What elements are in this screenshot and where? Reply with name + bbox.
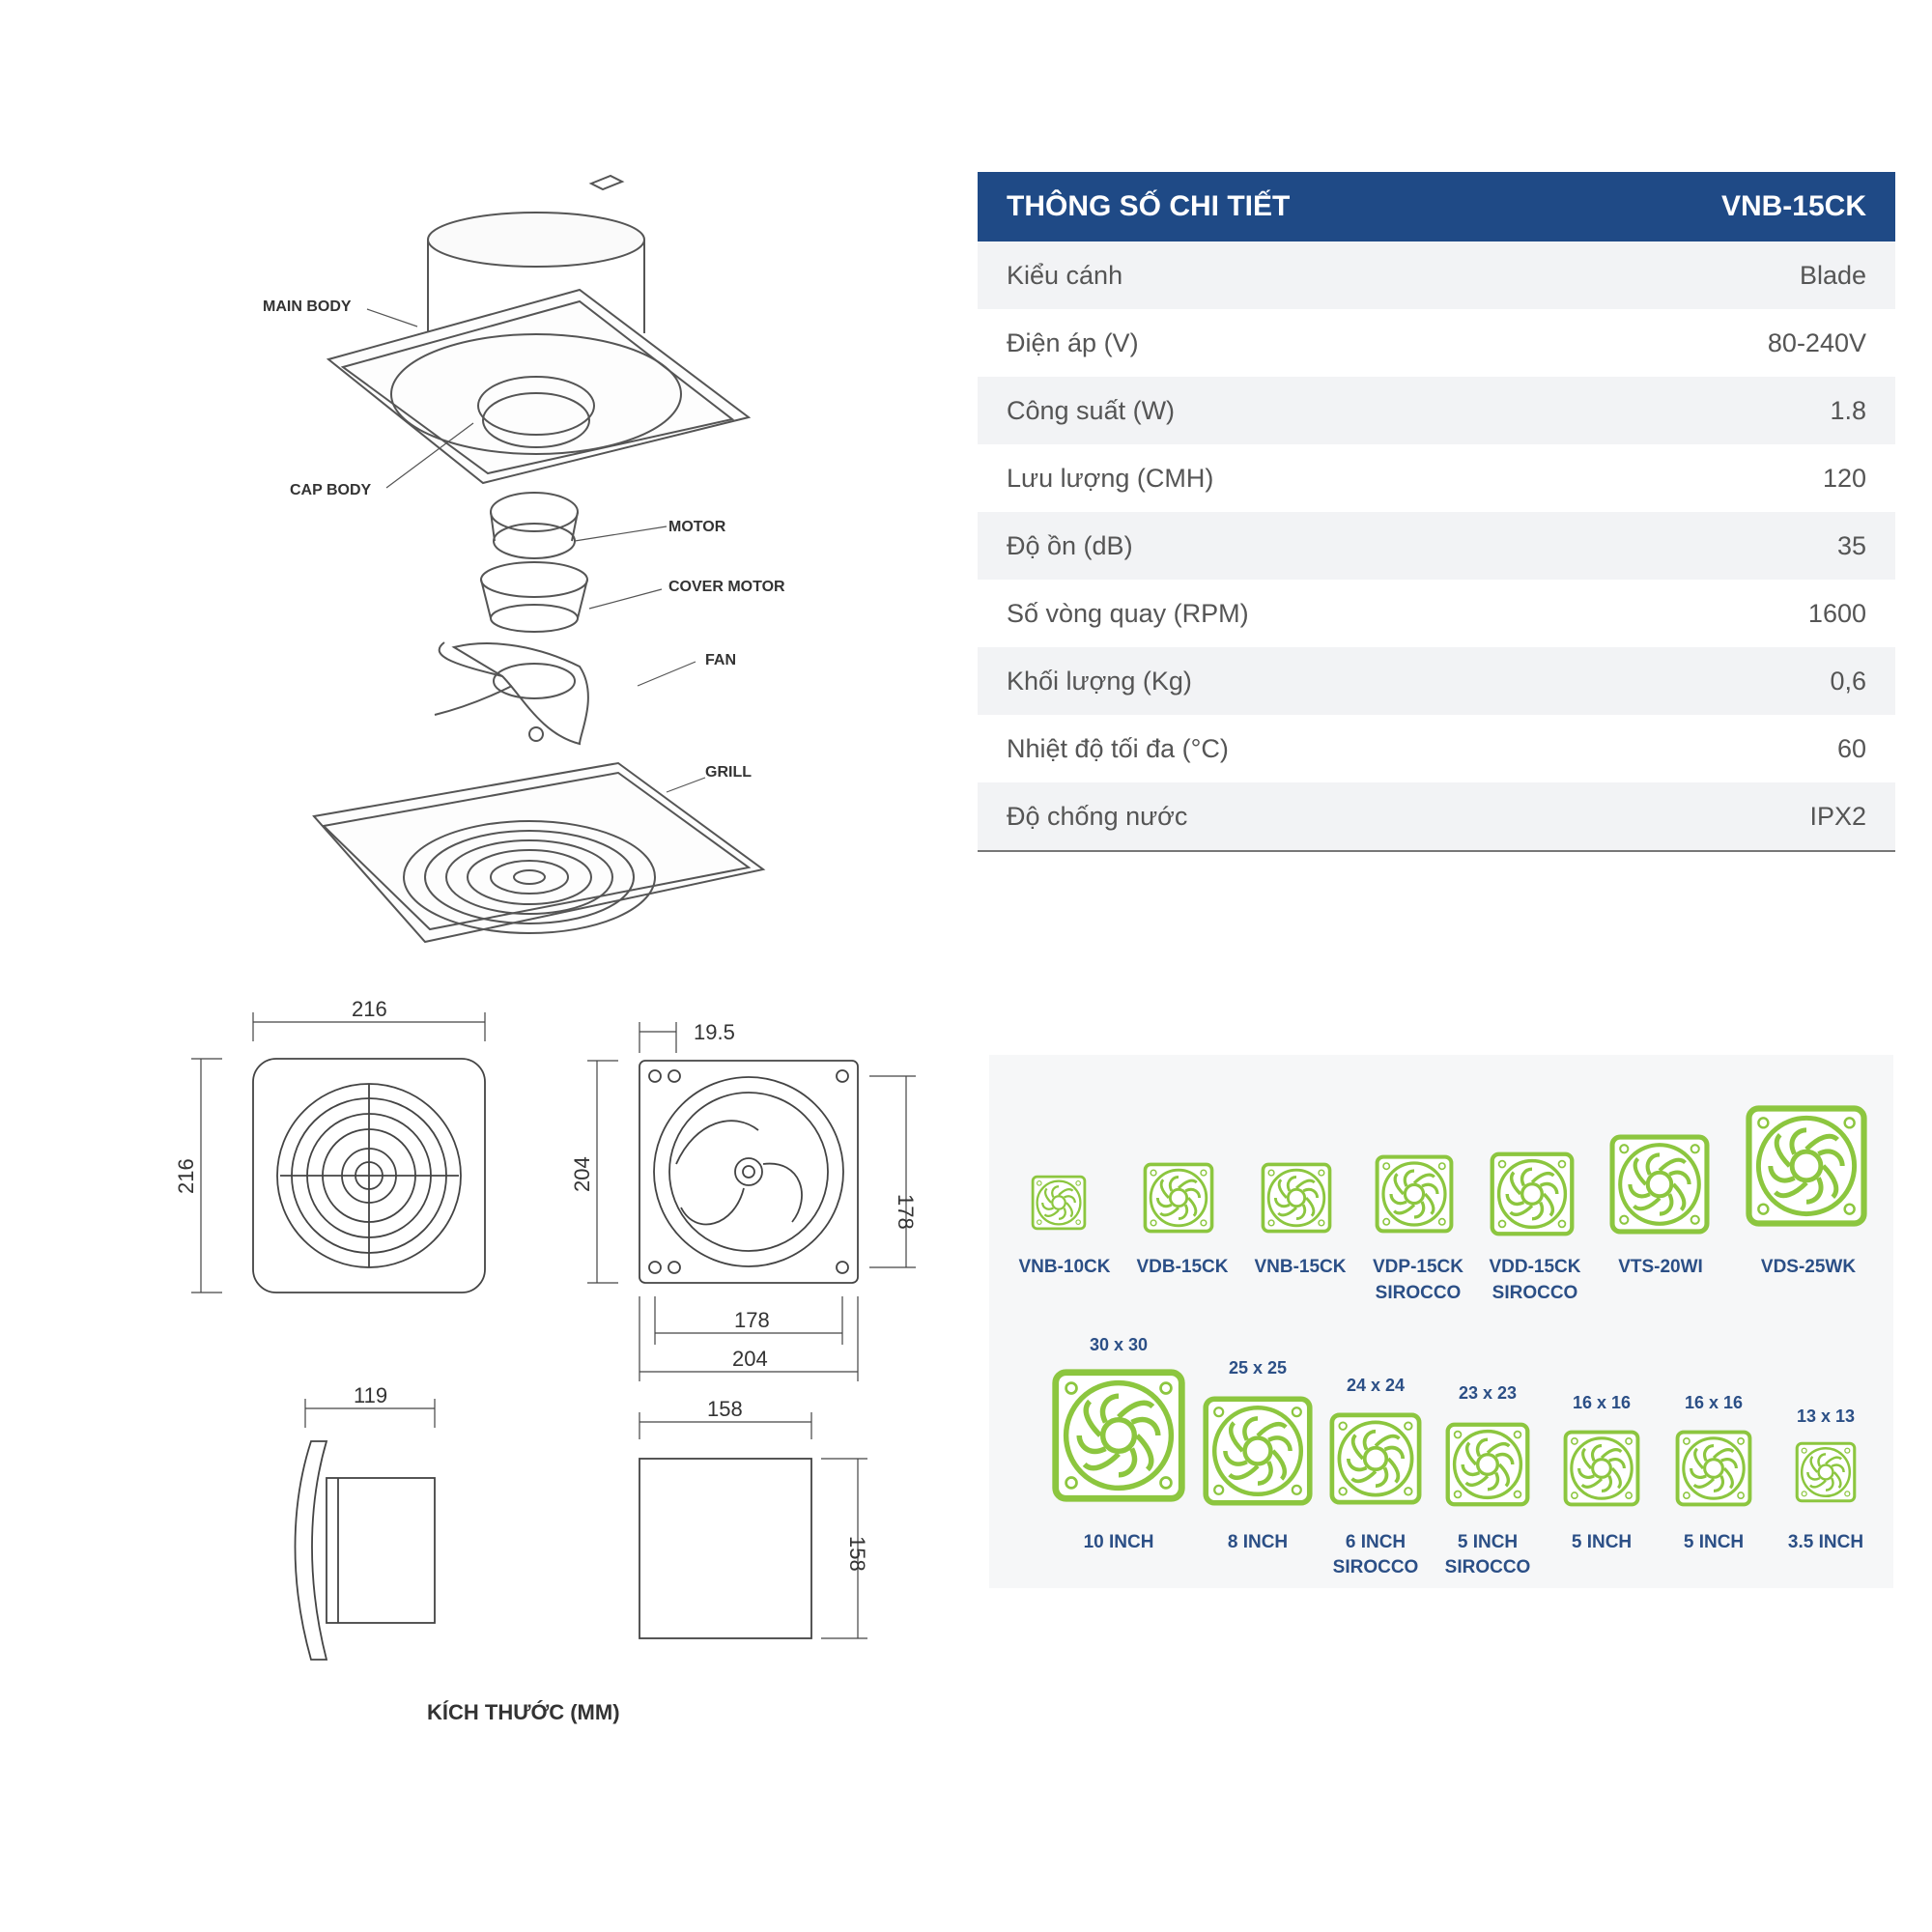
model-name: VDP-15CK [1373,1257,1463,1277]
spec-label: Công suất (W) [1007,395,1176,425]
part-label: CAP BODY [290,482,371,498]
spec-value: 35 [1836,530,1866,560]
spec-model: VNB-15CK [1720,190,1866,222]
size-label: 30 x 30 [1090,1335,1148,1354]
fan-icon [1612,1137,1707,1232]
spec-row: Công suất (W) 1.8 [978,377,1895,444]
fan-icon [1261,1162,1332,1234]
spec-row: Điện áp (V) 80-240V [978,309,1895,377]
part-label: GRILL [705,764,752,781]
spec-label: Kiểu cánh [1007,260,1123,290]
size-label: 16 x 16 [1685,1393,1743,1412]
spec-value: 0,6 [1830,666,1866,696]
model-sub: SIROCCO [1492,1283,1578,1303]
model-name: VTS-20WI [1618,1257,1703,1277]
size-comparison-panel: VNB-10CK VDB-15CK VNB-15CK VDP-15CK SIRO… [989,1055,1893,1588]
fan-icon [1206,1399,1310,1503]
dim-duct-height: 158 [845,1536,869,1572]
spec-value: 80-240V [1767,327,1866,357]
fan-icon [1492,1154,1573,1235]
part-label: COVER MOTOR [668,579,785,595]
spec-value: 60 [1836,733,1866,763]
spec-label: Số vòng quay (RPM) [1007,598,1249,628]
fan-icon [1448,1425,1528,1505]
inch-label: 8 INCH [1228,1532,1288,1552]
fan-icon [1332,1415,1419,1502]
fan-icon [1563,1430,1640,1507]
size-label: 16 x 16 [1573,1393,1631,1412]
spec-title: THÔNG SỐ CHI TIẾT [1007,190,1291,222]
size-label: 24 x 24 [1347,1376,1405,1395]
dim-front-width: 216 [352,997,387,1021]
fan-icon [1378,1157,1452,1232]
dim-back-inner-height: 178 [894,1194,918,1230]
spec-row: Độ ồn (dB) 35 [978,512,1895,580]
model-name: VDS-25WK [1761,1257,1856,1277]
spec-value: 1600 [1807,598,1866,628]
model-name: VNB-15CK [1254,1257,1346,1277]
dim-side-depth: 119 [354,1383,387,1407]
spec-label: Nhiệt độ tối đa (°C) [1007,733,1229,763]
fan-icon [1795,1441,1857,1503]
size-comparison-graphic: VNB-10CK VDB-15CK VNB-15CK VDP-15CK SIRO… [1018,1055,1893,1577]
fan-icon [1031,1175,1087,1231]
fan-icon [1056,1373,1182,1499]
fan-icon [1675,1430,1752,1507]
spec-row: Nhiệt độ tối đa (°C) 60 [978,715,1895,782]
spec-value: IPX2 [1809,801,1866,831]
spec-label: Độ chống nước [1007,801,1188,831]
dimensions-caption: KÍCH THƯỚC (MM) [427,1700,620,1724]
spec-label: Độ ồn (dB) [1007,530,1133,560]
spec-label: Điện áp (V) [1007,327,1139,357]
inch-label: 5 INCH [1684,1532,1744,1552]
part-label: MOTOR [668,519,726,535]
size-label: 23 x 23 [1459,1383,1517,1403]
dim-back-inner-width: 178 [734,1308,770,1332]
dim-front-height: 216 [174,1158,198,1194]
dim-duct-width: 158 [707,1397,743,1421]
spec-value: Blade [1799,260,1866,290]
exploded-diagram: MAIN BODY CAP BODY MOTOR COVER MOTOR FAN… [263,174,785,944]
spec-value: 120 [1822,463,1866,493]
spec-row: Khối lượng (Kg) 0,6 [978,647,1895,715]
fan-icon [1143,1162,1214,1234]
size-label: 25 x 25 [1229,1358,1287,1378]
spec-row: Số vòng quay (RPM) 1600 [978,580,1895,647]
model-name: VNB-10CK [1018,1257,1110,1277]
inch-label: 5 INCH [1458,1532,1518,1552]
inch-label: 3.5 INCH [1788,1532,1863,1552]
dim-back-height: 204 [570,1156,594,1192]
dim-back-width: 204 [732,1347,768,1371]
spec-row: Độ chống nước IPX2 [978,782,1895,850]
size-label: 13 x 13 [1797,1406,1855,1426]
part-label: FAN [705,652,736,668]
model-name: VDD-15CK [1489,1257,1580,1277]
spec-row: Lưu lượng (CMH) 120 [978,444,1895,512]
inch-label: 6 INCH [1346,1532,1406,1552]
spec-table: THÔNG SỐ CHI TIẾT VNB-15CK Kiểu cánh Blad… [978,172,1895,852]
inch-label: 5 INCH [1572,1532,1632,1552]
spec-header: THÔNG SỐ CHI TIẾT VNB-15CK [978,172,1895,242]
part-label: MAIN BODY [263,298,352,315]
spec-label: Khối lượng (Kg) [1007,666,1192,696]
dim-back-offset: 19.5 [694,1020,735,1044]
dimension-drawings: 216 216 19.5 204 178 178 204 119 158 158… [174,997,918,1724]
inch-sub: SIROCCO [1445,1557,1531,1577]
spec-value: 1.8 [1830,395,1866,425]
model-sub: SIROCCO [1376,1283,1462,1303]
fan-icon [1748,1108,1863,1223]
spec-label: Lưu lượng (CMH) [1007,463,1214,493]
inch-label: 10 INCH [1084,1532,1154,1552]
inch-sub: SIROCCO [1333,1557,1419,1577]
spec-row: Kiểu cánh Blade [978,242,1895,309]
model-name: VDB-15CK [1136,1257,1228,1277]
